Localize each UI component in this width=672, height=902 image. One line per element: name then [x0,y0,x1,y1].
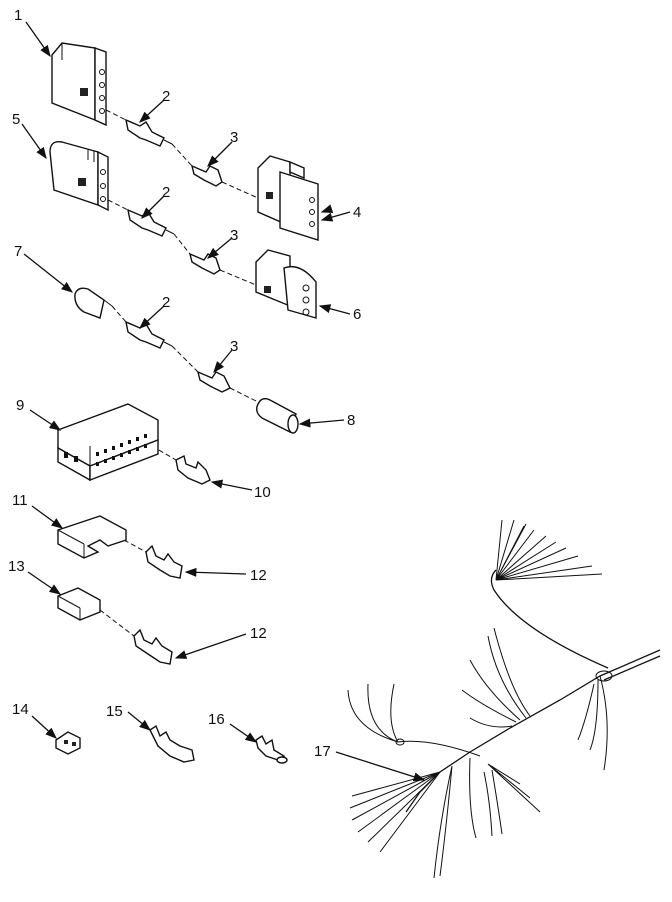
part-17-wire-harness [347,519,661,879]
assembly-lines [99,109,259,637]
part-11-housing [57,515,127,559]
part-3-terminal-a [190,164,223,187]
part-7-socket [74,287,113,319]
callout-2b: 2 [162,184,170,201]
part-5-connector-housing [49,141,109,212]
part-12-terminal-a [145,544,183,579]
part-3-terminal-b [188,252,221,275]
part-13-housing [57,587,101,621]
part-12-terminal-b [133,628,173,665]
callout-16: 16 [208,711,225,728]
callout-11: 11 [12,492,28,509]
part-1-connector-housing [51,42,107,127]
callout-3a: 3 [230,129,238,146]
part-16-ring-terminal [255,734,288,764]
callout-6: 6 [353,306,361,323]
part-4-connector-housing [257,155,319,241]
callout-15: 15 [106,703,123,720]
callout-9: 9 [16,397,24,414]
callout-10: 10 [254,484,271,501]
callout-2c: 2 [162,294,170,311]
part-10-terminal [175,454,211,485]
callout-14: 14 [12,701,29,718]
callout-1: 1 [14,7,22,24]
callout-17: 17 [314,743,331,760]
callout-2a: 2 [162,88,170,105]
callout-3c: 3 [230,338,238,355]
part-8-butt-connector [255,397,299,434]
leader-lines [21,21,426,782]
callout-8: 8 [347,412,355,429]
part-15-terminal [149,724,195,763]
callout-12b: 12 [250,625,267,642]
part-2-terminal-a [125,118,173,147]
part-2-terminal-b [127,208,175,237]
callout-13: 13 [8,558,25,575]
callout-7: 7 [14,243,22,260]
callout-5: 5 [12,111,20,128]
callout-labels: 1 2 3 5 2 4 3 7 2 6 3 9 8 11 10 13 12 12… [8,7,361,760]
part-14-clip [55,731,81,755]
callout-3b: 3 [230,227,238,244]
part-2-terminal-c [125,320,173,349]
part-9-terminal-block [57,403,159,482]
callout-12a: 12 [250,567,267,584]
part-3-terminal-c [196,370,231,393]
part-6-connector-housing [255,249,317,319]
callout-4: 4 [353,204,361,221]
